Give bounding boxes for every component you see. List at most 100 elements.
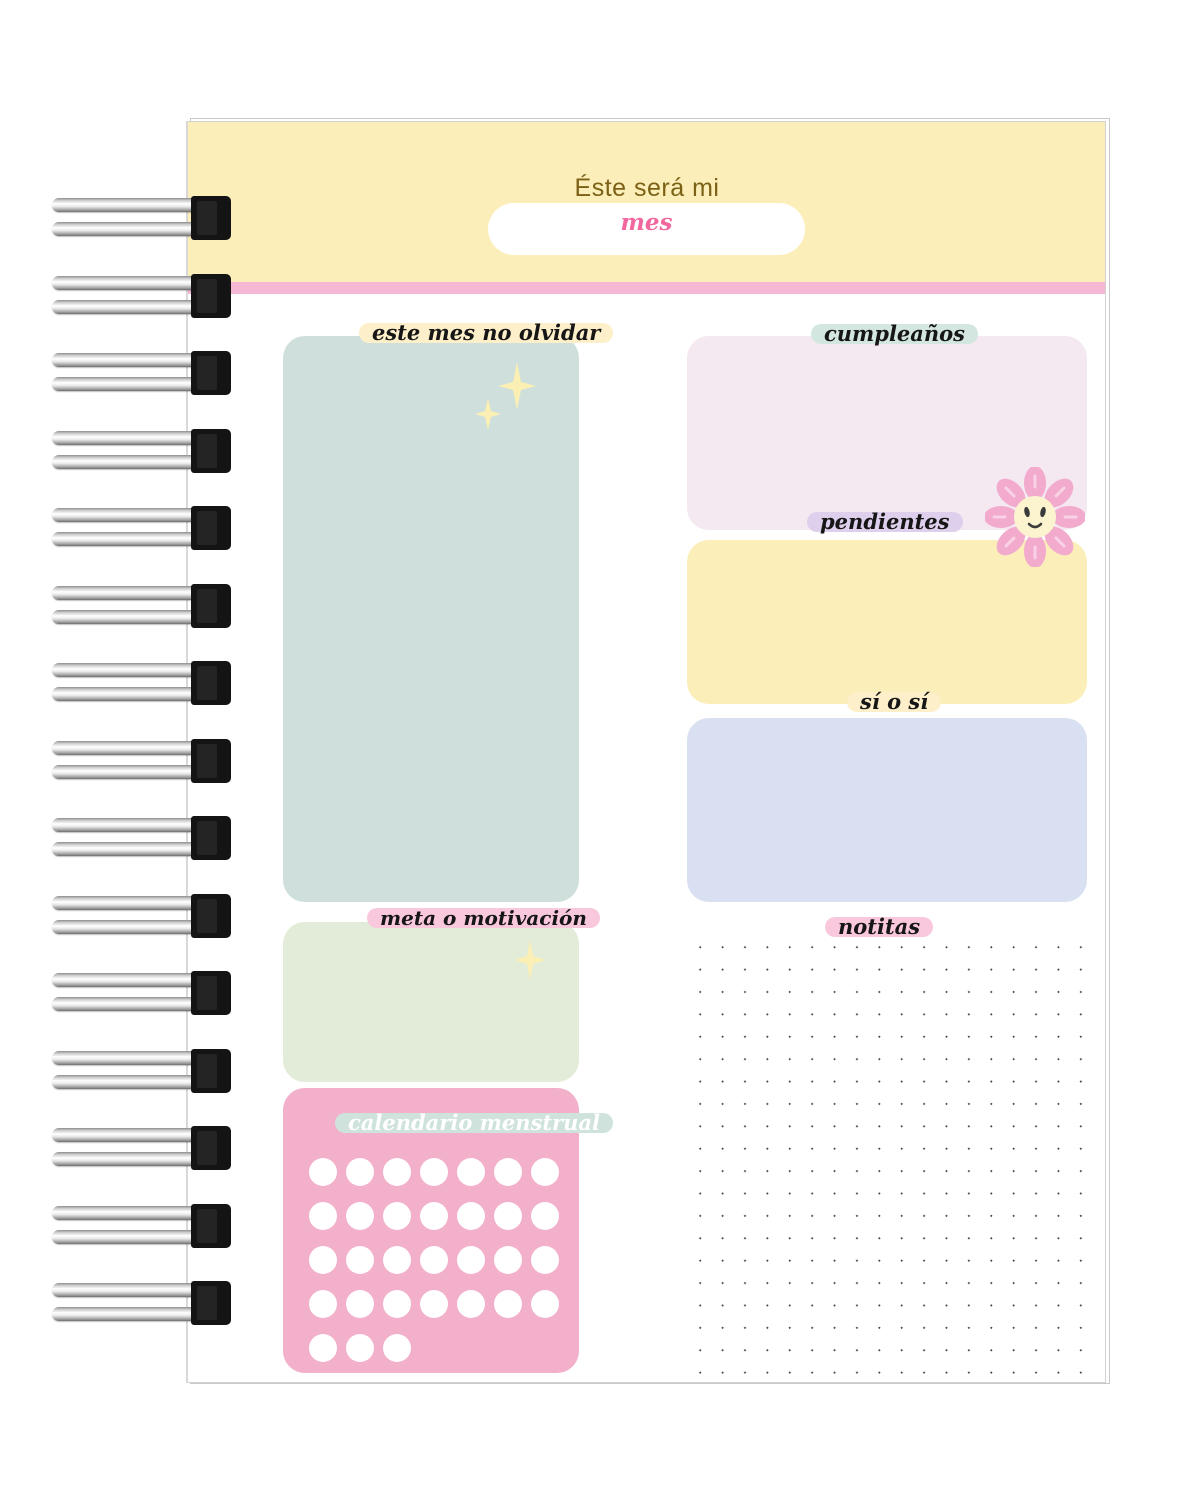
section-label-meta: meta o motivación — [367, 904, 600, 932]
section-meta-box[interactable] — [283, 922, 579, 1082]
spiral-ring — [52, 196, 232, 246]
month-input[interactable]: mes — [488, 203, 805, 255]
menstrual-day-dot[interactable] — [530, 1290, 559, 1318]
menstrual-day-dot[interactable] — [309, 1334, 338, 1362]
menstrual-day-dot[interactable] — [346, 1246, 375, 1274]
spiral-ring — [52, 661, 232, 711]
spiral-ring-bar — [52, 818, 202, 832]
spiral-ring-bar — [52, 1152, 202, 1166]
spiral-ring-bar — [52, 222, 202, 236]
menstrual-day-dot[interactable] — [383, 1246, 412, 1274]
menstrual-day-dot[interactable] — [309, 1158, 338, 1186]
spiral-ring — [52, 351, 232, 401]
spiral-ring-bar — [52, 454, 202, 469]
menstrual-day-dot[interactable] — [456, 1158, 485, 1186]
menstrual-day-dot[interactable] — [309, 1202, 338, 1230]
notitas-dotted-area[interactable] — [687, 928, 1091, 1378]
spiral-ring-bar — [52, 1205, 202, 1220]
spiral-ring-cap — [191, 1126, 231, 1170]
spiral-ring-cap — [191, 738, 231, 783]
section-label-calendario-text: calendario menstrual — [335, 1108, 613, 1137]
spiral-ring — [52, 1203, 232, 1254]
menstrual-day-dot[interactable] — [456, 1290, 485, 1318]
spiral-ring — [52, 506, 232, 556]
spiral-ring-bar — [52, 508, 202, 522]
spiral-ring-bar — [52, 895, 202, 910]
spiral-ring-bar — [52, 1128, 202, 1142]
spiral-ring-cap — [191, 893, 231, 938]
spiral-ring-bar — [52, 353, 202, 367]
section-pendientes-box[interactable] — [687, 540, 1087, 704]
menstrual-calendar-grid[interactable] — [305, 1158, 563, 1362]
spiral-ring-bar — [52, 532, 202, 546]
spiral-ring-cap — [191, 1048, 231, 1093]
menstrual-day-dot[interactable] — [419, 1158, 448, 1186]
section-label-olvidar-text: este mes no olvidar — [359, 318, 614, 347]
menstrual-day-dot[interactable] — [346, 1202, 375, 1230]
section-label-pendientes: pendientes — [807, 507, 963, 536]
section-label-cumpleanos-text: cumpleaños — [811, 319, 979, 348]
menstrual-day-dot[interactable] — [309, 1246, 338, 1274]
sparkle-small-olvidar-icon — [475, 398, 501, 430]
spiral-ring — [52, 893, 232, 944]
spiral-ring-cap — [191, 971, 231, 1015]
spiral-ring-cap — [191, 583, 231, 628]
spiral-ring-bar — [52, 275, 202, 290]
spiral-ring-bar — [52, 377, 202, 391]
menstrual-day-dot[interactable] — [493, 1246, 522, 1274]
header-band — [187, 122, 1105, 282]
spiral-ring-bar — [52, 430, 202, 445]
flower-sticker-icon — [985, 467, 1085, 567]
spiral-ring-bar — [52, 1229, 202, 1244]
spiral-ring-bar — [52, 740, 202, 755]
menstrual-day-dot[interactable] — [456, 1202, 485, 1230]
spiral-ring — [52, 428, 232, 479]
menstrual-day-dot[interactable] — [383, 1290, 412, 1318]
spiral-ring — [52, 273, 232, 324]
menstrual-day-dot[interactable] — [309, 1290, 338, 1318]
spiral-ring — [52, 583, 232, 634]
spiral-ring-bar — [52, 1307, 202, 1321]
spiral-ring-cap — [191, 428, 231, 473]
menstrual-day-dot[interactable] — [493, 1290, 522, 1318]
sparkle-large-olvidar-icon — [498, 362, 536, 410]
spiral-ring-bar — [52, 1283, 202, 1297]
spiral-ring — [52, 1048, 232, 1099]
section-label-sisi-text: sí o sí — [847, 687, 942, 716]
menstrual-day-dot[interactable] — [346, 1334, 375, 1362]
spiral-ring — [52, 1281, 232, 1331]
section-calendario-box[interactable] — [283, 1088, 579, 1373]
section-label-meta-text: meta o motivación — [367, 904, 600, 932]
menstrual-day-dot[interactable] — [346, 1158, 375, 1186]
spiral-ring-bar — [52, 842, 202, 856]
section-label-cumpleanos: cumpleaños — [811, 319, 979, 348]
spiral-ring-bar — [52, 973, 202, 987]
menstrual-day-dot[interactable] — [530, 1158, 559, 1186]
section-label-sisi: sí o sí — [847, 687, 942, 716]
spiral-ring-bar — [52, 1074, 202, 1089]
page-sheet: Éste será mi mes este mes no olvidar met… — [186, 121, 1106, 1383]
menstrual-day-dot[interactable] — [383, 1158, 412, 1186]
menstrual-day-dot[interactable] — [346, 1290, 375, 1318]
page-title: Éste será mi — [574, 174, 720, 202]
section-olvidar-box[interactable] — [283, 336, 579, 902]
menstrual-day-dot[interactable] — [493, 1202, 522, 1230]
menstrual-day-dot[interactable] — [383, 1202, 412, 1230]
spiral-ring-bar — [52, 1050, 202, 1065]
spiral-ring-bar — [52, 299, 202, 314]
section-sisi-box[interactable] — [687, 718, 1087, 902]
spiral-ring-bar — [52, 663, 202, 677]
spiral-ring — [52, 738, 232, 789]
header-divider-strip — [187, 282, 1105, 294]
menstrual-day-dot[interactable] — [493, 1158, 522, 1186]
sparkle-meta-icon — [515, 940, 545, 980]
section-label-olvidar: este mes no olvidar — [359, 318, 614, 347]
menstrual-day-dot[interactable] — [419, 1246, 448, 1274]
menstrual-day-dot[interactable] — [530, 1246, 559, 1274]
menstrual-day-dot[interactable] — [419, 1202, 448, 1230]
menstrual-day-dot[interactable] — [383, 1334, 412, 1362]
menstrual-day-dot[interactable] — [419, 1290, 448, 1318]
menstrual-day-dot[interactable] — [530, 1202, 559, 1230]
menstrual-day-dot[interactable] — [456, 1246, 485, 1274]
